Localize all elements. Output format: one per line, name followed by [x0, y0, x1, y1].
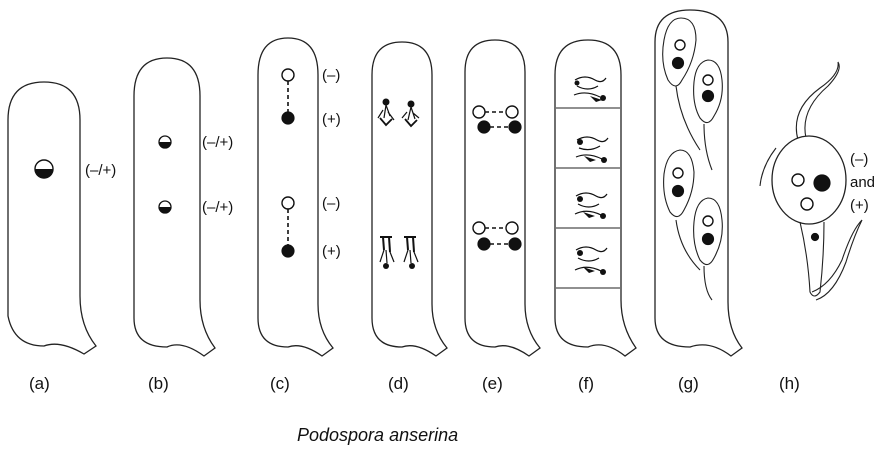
spore-appendage-left [759, 147, 777, 187]
nucleus-plus [671, 56, 685, 70]
mating-type-label: and [850, 174, 875, 191]
chromosome-cluster [575, 136, 609, 163]
panel-f: (f) [554, 39, 637, 393]
panel-caption: (e) [482, 374, 503, 393]
panel-caption: (h) [779, 374, 800, 393]
ascus-d [371, 41, 448, 357]
pedicel-nucleus [810, 232, 820, 242]
ascospore-h [771, 135, 847, 225]
figure-title: Podospora anserina [297, 425, 458, 445]
mating-type-label: (+) [850, 197, 869, 214]
spore-appendage-tail [811, 219, 863, 301]
nucleus-diploid [34, 159, 54, 179]
mating-type-label: (+) [322, 111, 341, 128]
panel-caption: (c) [270, 374, 290, 393]
nucleus-diploid [158, 135, 172, 149]
nucleus-minus [281, 196, 295, 210]
nucleus-minus [472, 221, 486, 235]
nucleus-minus [505, 221, 519, 235]
ascus-f [554, 39, 637, 357]
nucleus-plus [281, 111, 295, 125]
panel-caption: (g) [678, 374, 699, 393]
nucleus-plus [477, 237, 491, 251]
nucleus-minus [674, 39, 686, 51]
ascospore [693, 59, 723, 171]
nucleus-plus [477, 120, 491, 134]
nucleus-diploid [158, 200, 172, 214]
panel-g: (g) [654, 9, 743, 393]
dividing-chromosomes-top [377, 98, 420, 128]
nucleus-plus [671, 184, 685, 198]
panel-caption: (d) [388, 374, 409, 393]
chromosome-cluster [573, 76, 607, 102]
ascus-e [464, 39, 541, 357]
nucleus-minus [672, 167, 684, 179]
mating-type-label: (–/+) [85, 162, 116, 179]
dividing-chromosomes-bottom [379, 236, 419, 269]
nucleus-minus [281, 68, 295, 82]
nucleus-minus [800, 197, 814, 211]
panel-b: (–/+) (–/+) (b) [133, 57, 233, 393]
chromosome-cluster [574, 192, 608, 219]
ascus-a [7, 81, 97, 355]
mating-type-label: (–) [850, 151, 868, 168]
nucleus-minus [791, 173, 805, 187]
nucleus-plus [508, 120, 522, 134]
nucleus-minus [505, 105, 519, 119]
nucleus-plus [701, 232, 715, 246]
nucleus-minus [472, 105, 486, 119]
panel-caption: (a) [29, 374, 50, 393]
nucleus-minus [702, 215, 714, 227]
spore-appendage-top [795, 61, 840, 141]
chromosome-cluster [574, 246, 608, 275]
ascus-c [257, 37, 334, 357]
panel-a: (–/+) (a) [7, 81, 116, 393]
panel-caption: (f) [578, 374, 594, 393]
mating-type-label: (+) [322, 243, 341, 260]
ascospore [693, 197, 723, 301]
panel-h: (–) and (+) (h) [759, 61, 875, 393]
ascospore [663, 149, 701, 271]
panel-c: (–) (+) (–) (+) (c) [257, 37, 341, 393]
nucleus-plus [508, 237, 522, 251]
nucleus-minus [702, 74, 714, 86]
nucleus-plus [281, 244, 295, 258]
mating-type-label: (–/+) [202, 134, 233, 151]
ascus-b [133, 57, 216, 357]
nucleus-plus [813, 174, 831, 192]
mating-type-label: (–/+) [202, 199, 233, 216]
pedicel [799, 221, 825, 297]
ascospore [662, 17, 701, 151]
mating-type-label: (–) [322, 195, 340, 212]
panel-e: (e) [464, 39, 541, 393]
nucleus-plus [701, 89, 715, 103]
mating-type-label: (–) [322, 67, 340, 84]
ascus-g [654, 9, 743, 357]
panel-caption: (b) [148, 374, 169, 393]
panel-d: (d) [371, 41, 448, 393]
